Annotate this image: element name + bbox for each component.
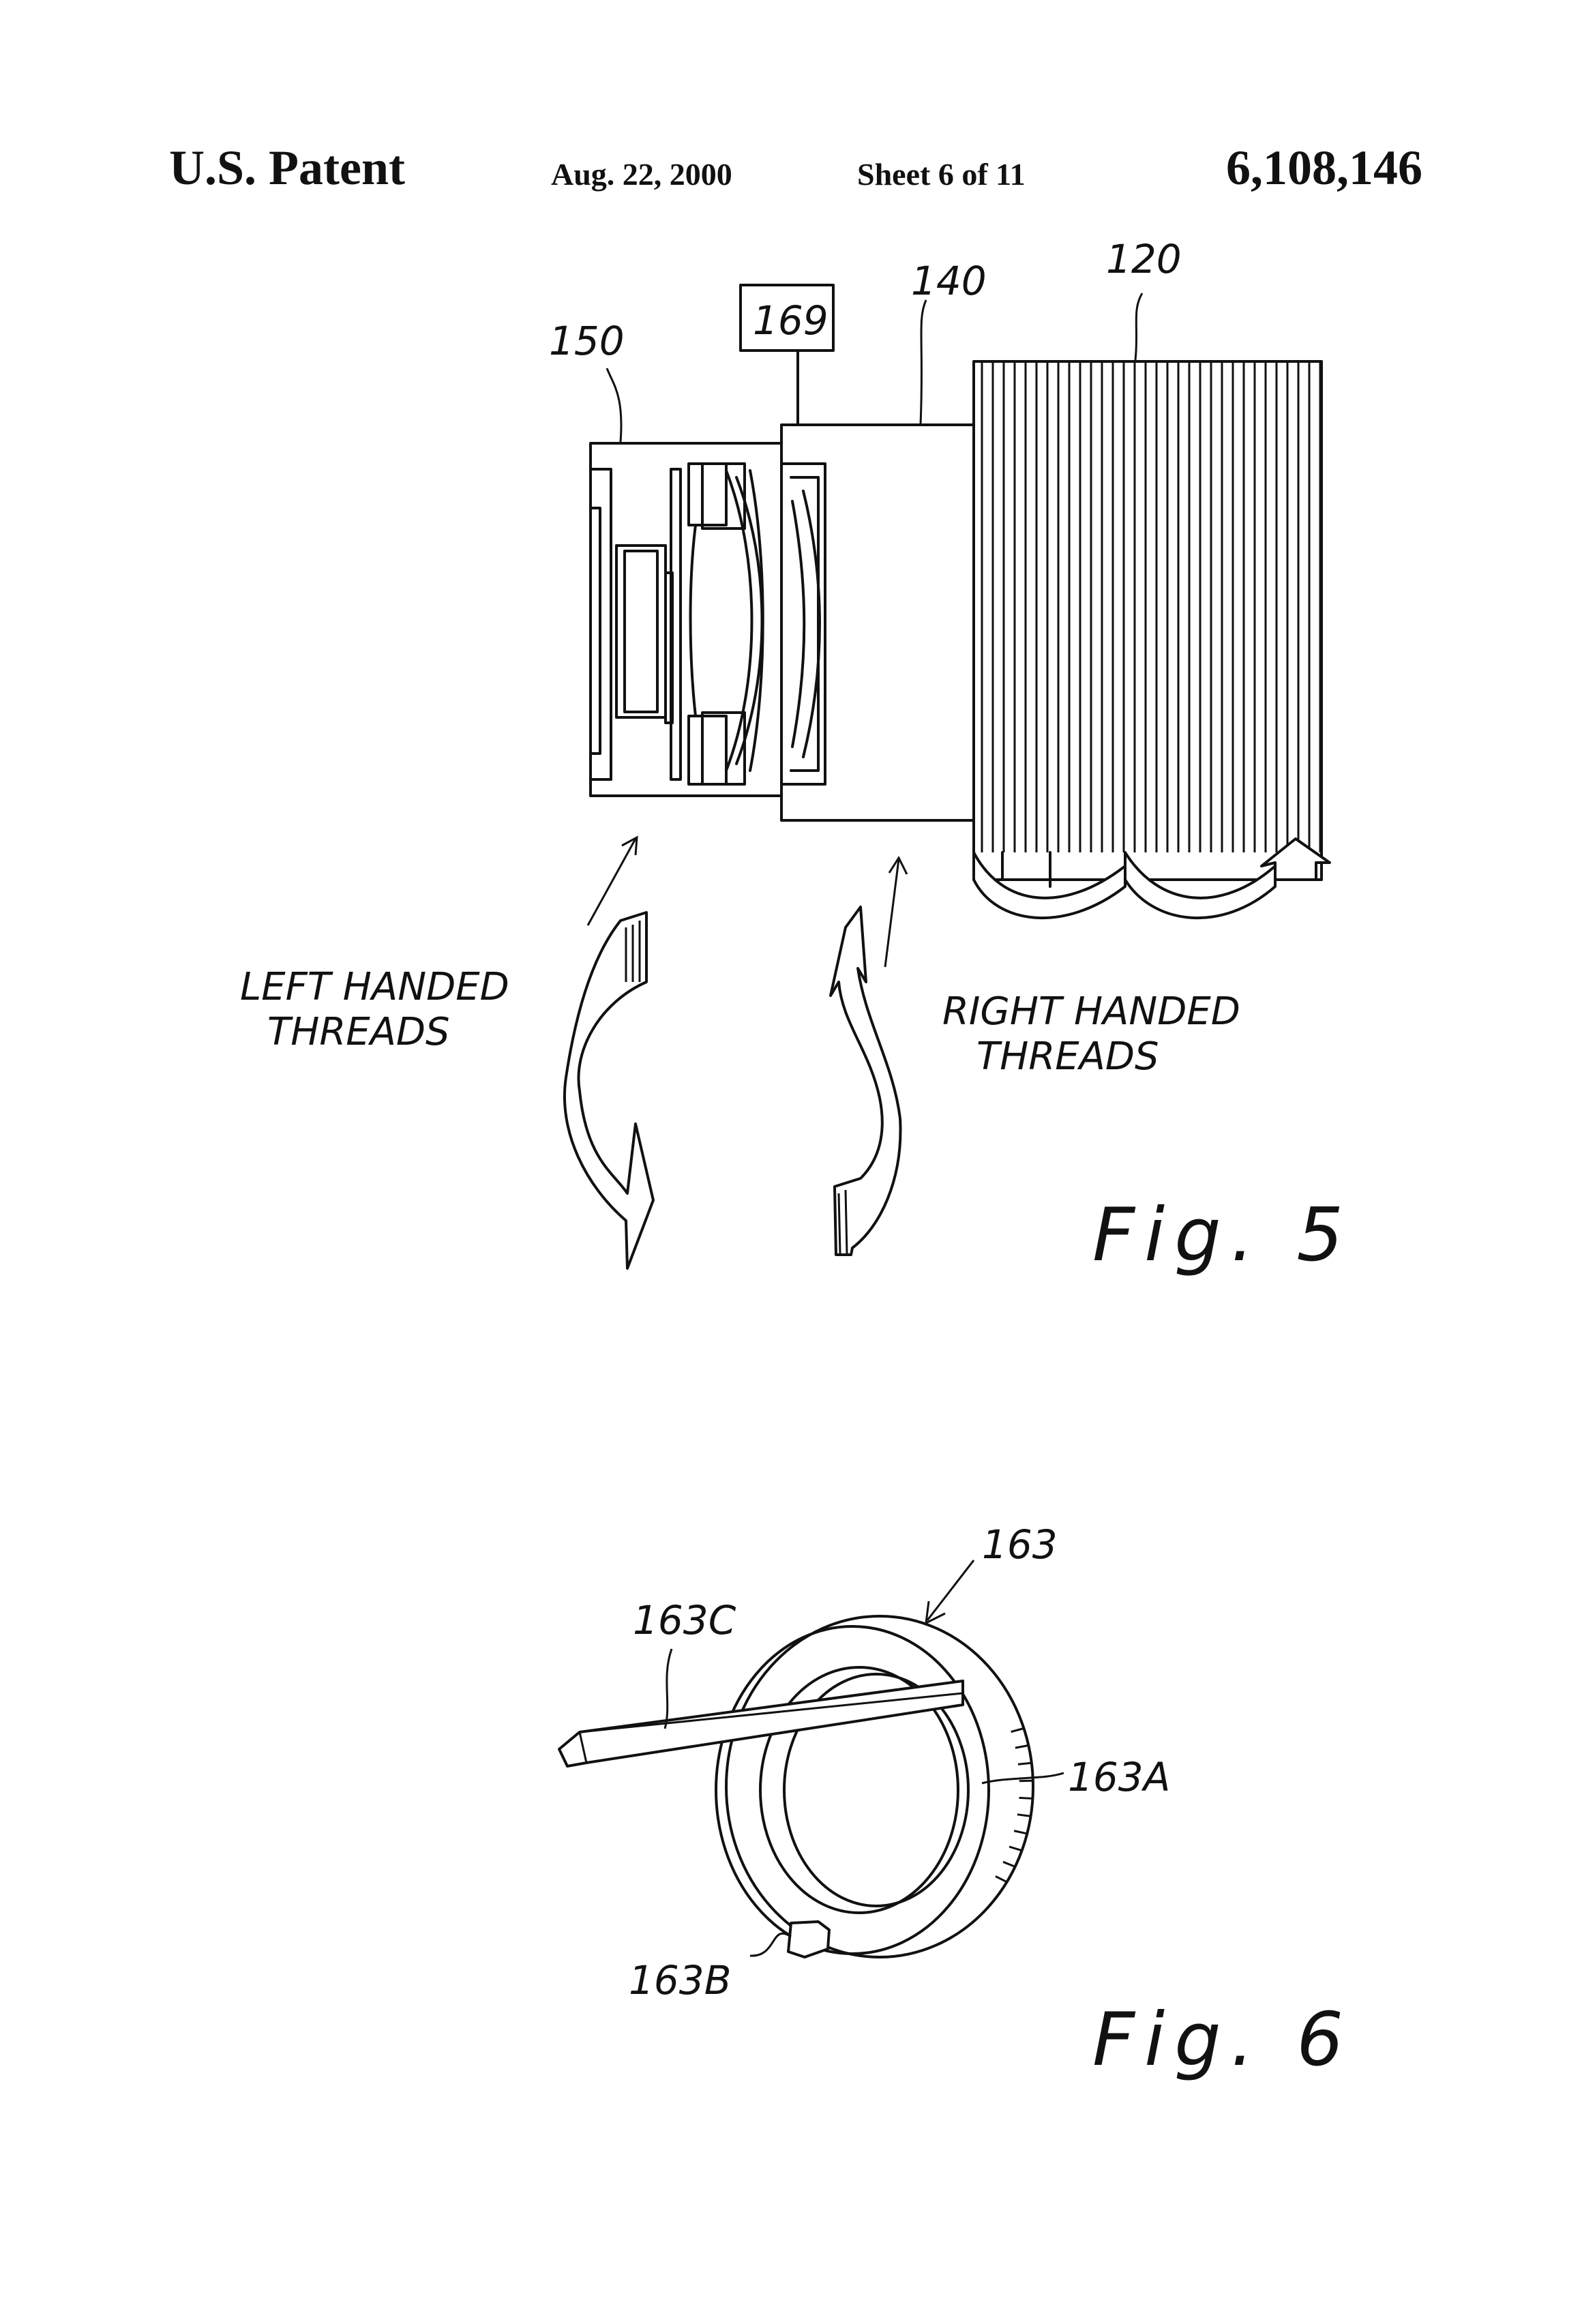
component-163-ring bbox=[716, 1616, 1033, 1957]
right-threads-label-line1: RIGHT HANDED bbox=[942, 989, 1240, 1034]
component-163b-tab bbox=[788, 1922, 829, 1957]
ref-label-163c: 163C bbox=[633, 1597, 736, 1643]
ref-label-120: 120 bbox=[1106, 236, 1182, 282]
fig5-caption: Fig. 5 bbox=[1092, 1193, 1353, 1278]
fig6-caption: Fig. 6 bbox=[1092, 1997, 1353, 2083]
ref-label-169: 169 bbox=[753, 297, 829, 344]
ref-label-163: 163 bbox=[982, 1521, 1058, 1568]
arrow-icon-right bbox=[885, 858, 907, 967]
right-threads-label-line2: THREADS bbox=[976, 1034, 1159, 1079]
leader-140 bbox=[921, 300, 926, 424]
arrow-icon-163 bbox=[926, 1560, 974, 1623]
ring-hatch-line bbox=[1015, 1746, 1028, 1748]
ring-hatch-line bbox=[1009, 1847, 1022, 1851]
ref-label-163a: 163A bbox=[1068, 1754, 1170, 1800]
ref-label-163b: 163B bbox=[629, 1957, 732, 2003]
rotation-arrow-icon-right-handed bbox=[831, 907, 900, 1255]
arrow-icon-left bbox=[588, 837, 637, 925]
leader-163b bbox=[750, 1933, 791, 1956]
leader-150 bbox=[607, 368, 621, 442]
ring-hatch-line bbox=[1003, 1862, 1015, 1866]
fig6-drawing: 163 163C 163A 163B Fig. 6 bbox=[559, 1521, 1353, 2083]
leader-163c bbox=[665, 1649, 672, 1729]
fig5-drawing: 150 169 140 120 LEFT HANDED THREADS RIGH… bbox=[240, 236, 1353, 1278]
ref-label-140: 140 bbox=[911, 258, 987, 304]
left-threads-label-line1: LEFT HANDED bbox=[240, 965, 509, 1009]
ring-hatch-line bbox=[996, 1876, 1007, 1881]
cylinder-ribs bbox=[982, 363, 1320, 852]
ring-hatch-line bbox=[1018, 1763, 1032, 1764]
component-120-cylinder bbox=[974, 361, 1330, 918]
ring-hatching bbox=[996, 1728, 1033, 1881]
component-163c-rod bbox=[559, 1681, 963, 1766]
ring-hatch-line bbox=[1014, 1831, 1027, 1834]
ring-hatch-line bbox=[1011, 1728, 1024, 1731]
rotation-arrow-icon-left-handed bbox=[565, 912, 653, 1268]
left-threads-label-line2: THREADS bbox=[267, 1010, 450, 1054]
component-140-housing bbox=[781, 425, 974, 820]
ref-label-150: 150 bbox=[549, 318, 625, 364]
leader-120 bbox=[1135, 293, 1142, 360]
ring-hatch-line bbox=[1017, 1815, 1031, 1817]
component-150-lens-barrel bbox=[591, 443, 781, 796]
